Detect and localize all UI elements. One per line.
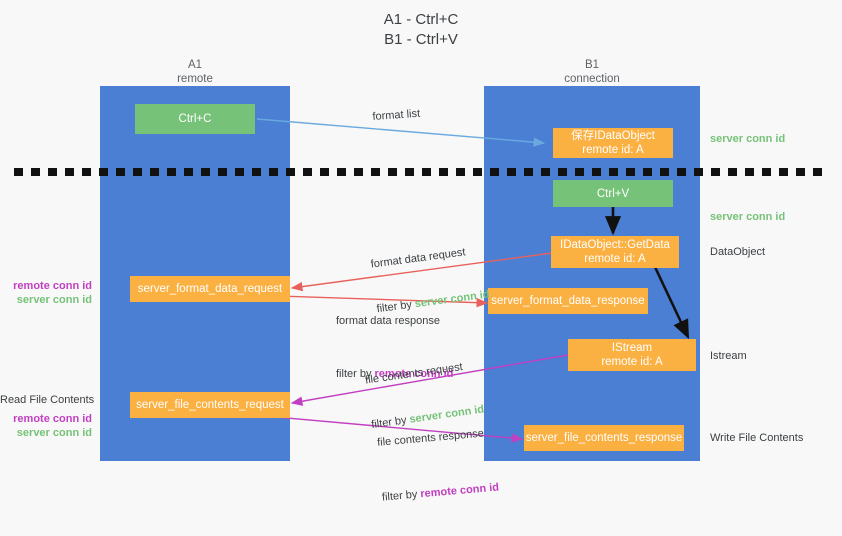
edge-label-file-contents-response-line1: file contents response [376,427,485,449]
filter-value-remote-conn-id: remote conn id [374,368,454,380]
side-label-server-conn-id-2: server conn id [710,211,786,223]
page-title: A1 - Ctrl+C B1 - Ctrl+V [383,11,459,48]
edge-label-format-data-response-line2: filter by remote conn id [336,367,453,382]
edge-label-file-contents-response: file contents response filter by remote … [374,396,502,536]
side-label-server-conn-id-1: server conn id [710,133,786,145]
node-server-file-contents-request[interactable]: server_file_contents_request [130,392,290,418]
edge-label-format-data-response: format data response filter by remote co… [336,284,453,412]
filter-prefix: filter by [336,368,375,380]
node-ctrl-v[interactable]: Ctrl+V [553,180,673,207]
node-server-file-contents-request-label: server_file_contents_request [136,399,284,411]
edge-format-data-request [290,252,553,292]
edge-label-format-data-request-line1: format data request [370,246,467,271]
node-istream-label: IStream remote id: A [601,342,663,368]
node-idataobject-getdata[interactable]: IDataObject::GetData remote id: A [551,236,679,268]
edge-getdata-to-istream [653,266,690,340]
node-server-file-contents-response-label: server_file_contents_response [525,432,683,444]
column-header-a1: A1 remote [177,59,213,85]
node-idataobject-getdata-label: IDataObject::GetData remote id: A [560,239,670,265]
side-label-server-conn-id-left-2: server conn id [16,427,92,439]
side-label-istream: Istream [710,350,747,362]
node-istream[interactable]: IStream remote id: A [568,339,696,371]
side-label-read-file-contents: Read File Contents [0,394,95,406]
phase-divider [14,168,828,176]
node-save-idataobject[interactable]: 保存IDataObject remote id: A [553,128,673,158]
node-ctrl-c-label: Ctrl+C [178,113,212,125]
side-label-server-conn-id-left-1: server conn id [16,294,92,306]
node-ctrl-c[interactable]: Ctrl+C [135,104,255,134]
node-server-format-data-response-label: server_format_data_response [491,295,645,307]
node-ctrl-v-label: Ctrl+V [596,187,630,200]
side-label-dataobject: DataObject [710,246,766,258]
edge-label-format-data-response-line1: format data response [336,315,440,327]
edge-label-file-contents-response-line2: filter by remote conn id [381,480,499,505]
side-label-write-file-contents: Write File Contents [710,432,804,444]
column-header-b1: B1 connection [564,59,620,85]
node-server-format-data-response[interactable]: server_format_data_response [488,288,648,314]
side-label-remote-conn-id-1: remote conn id [13,280,92,292]
diagram-canvas: A1 - Ctrl+C B1 - Ctrl+V A1 remote B1 con… [0,11,828,504]
filter-value-remote-conn-id: remote conn id [419,481,500,501]
edge-format-list [256,118,546,147]
node-server-format-data-request-label: server_format_data_request [137,283,283,295]
node-save-idataobject-label: 保存IDataObject remote id: A [571,130,655,156]
node-server-format-data-request[interactable]: server_format_data_request [130,276,290,302]
side-label-remote-conn-id-2: remote conn id [13,413,92,425]
edge-label-file-contents-request-line1: file contents request [364,360,464,387]
node-server-file-contents-response[interactable]: server_file_contents_response [524,425,684,451]
edge-file-contents-request [290,354,569,406]
filter-prefix: filter by [381,488,421,504]
